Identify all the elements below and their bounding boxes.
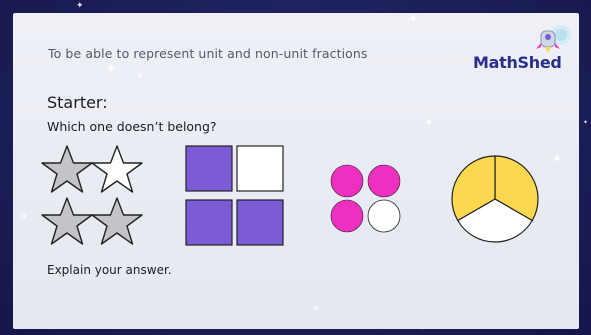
background-star: ✦	[583, 119, 589, 126]
slide-panel: ✦ ✦ ✦ ✦ ✦ ✦ ✦ To be able to represent un…	[13, 13, 579, 329]
sparkle-icon: ✦	[107, 64, 116, 75]
option-circles[interactable]	[329, 163, 403, 235]
mathshed-logo: MathShed	[473, 23, 573, 75]
square-shape	[236, 145, 284, 192]
rocket-icon	[536, 25, 571, 53]
option-squares[interactable]	[185, 145, 285, 247]
square-shape	[185, 199, 233, 246]
sparkle-icon: ✦	[425, 118, 433, 128]
star-shape	[41, 145, 93, 193]
background-star: ✦	[76, 1, 84, 11]
sparkle-icon: ✦	[21, 212, 28, 221]
explain-prompt: Explain your answer.	[47, 263, 172, 277]
lesson-objective: To be able to represent unit and non-uni…	[48, 46, 368, 61]
circle-shape	[330, 164, 364, 198]
star-shape	[41, 197, 93, 245]
square-shape	[185, 145, 233, 192]
circle-shape	[330, 199, 364, 233]
square-shape	[236, 199, 284, 246]
star-shape	[91, 145, 143, 193]
pie-slice	[494, 155, 539, 222]
star-shape	[91, 197, 143, 245]
question-text: Which one doesn’t belong?	[47, 119, 217, 134]
option-stars[interactable]	[41, 143, 143, 247]
option-pie[interactable]	[449, 153, 541, 245]
pie-slice	[451, 155, 496, 222]
starter-title: Starter:	[47, 93, 108, 112]
sparkle-icon: ✦	[553, 154, 562, 165]
pie-slice	[457, 198, 533, 243]
circle-shape	[367, 199, 401, 233]
sparkle-icon: ✦	[409, 14, 418, 25]
sparkle-icon: ✦	[313, 304, 320, 313]
circle-shape	[367, 164, 401, 198]
sparkle-icon: ✦	[137, 72, 143, 80]
logo-text: MathShed	[473, 53, 562, 72]
